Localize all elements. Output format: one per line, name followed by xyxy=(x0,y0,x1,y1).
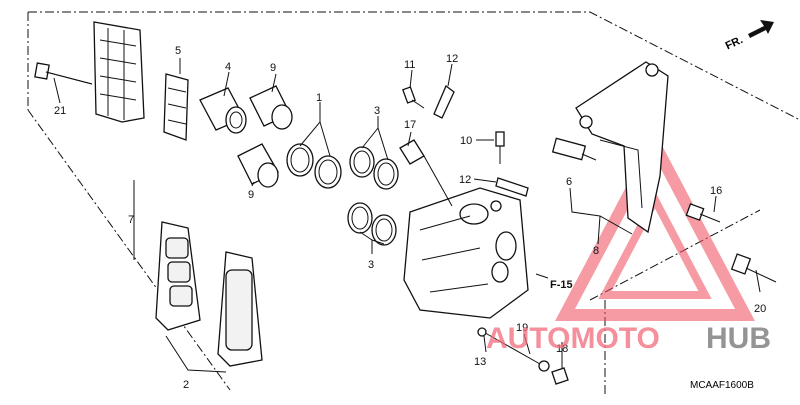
callout-4: 4 xyxy=(225,61,231,73)
part-seal-1 xyxy=(286,143,342,189)
front-label: FR. xyxy=(724,34,745,52)
callout-18: 18 xyxy=(556,343,568,355)
arrow-icon xyxy=(748,20,774,38)
watermark-text-b: HUB xyxy=(706,322,771,355)
callout-9-top: 9 xyxy=(270,62,276,74)
callout-3-top: 3 xyxy=(374,105,380,117)
part-bolt-16 xyxy=(685,203,721,223)
callout-12-bottom: 12 xyxy=(459,174,471,186)
callout-17: 17 xyxy=(404,119,416,131)
watermark-triangle xyxy=(555,132,755,321)
part-caliper-half-outer xyxy=(93,21,145,123)
callout-13: 13 xyxy=(474,356,486,368)
part-pad-spring-5 xyxy=(163,73,189,141)
part-bolt-20 xyxy=(730,253,777,283)
part-bracket-8 xyxy=(575,61,669,234)
part-seal-3-lower xyxy=(347,202,397,246)
callout-6: 6 xyxy=(566,176,572,188)
part-caliper-body xyxy=(403,187,529,319)
callout-2: 2 xyxy=(183,379,189,391)
callout-7: 7 xyxy=(128,214,134,226)
callout-12-top: 12 xyxy=(446,53,458,65)
callout-1: 1 xyxy=(316,92,322,104)
part-piston-9-lower xyxy=(237,143,279,188)
callout-numbers: 5 4 9 1 3 9 3 7 2 21 11 12 17 10 12 6 8 … xyxy=(54,45,766,391)
diagram-code: MCAAF1600B xyxy=(690,380,754,391)
callout-9-bottom: 9 xyxy=(248,189,254,201)
watermark-text-a: AUTOMOTO xyxy=(486,322,660,355)
part-nut-18 xyxy=(551,367,569,385)
part-piston-9-upper xyxy=(249,85,293,130)
part-bolt-21 xyxy=(34,62,93,85)
callout-10: 10 xyxy=(460,135,472,147)
front-direction-indicator: FR. xyxy=(724,20,774,52)
callout-20: 20 xyxy=(754,303,766,315)
part-clip-13 xyxy=(477,327,487,337)
callout-5: 5 xyxy=(175,45,181,57)
callout-16: 16 xyxy=(710,185,722,197)
part-piston-4 xyxy=(199,87,247,134)
part-pin-19 xyxy=(479,329,550,372)
part-bleeder-10 xyxy=(495,131,505,164)
part-cap-12-lower xyxy=(495,177,529,197)
part-cap-12-upper xyxy=(433,84,455,119)
leader-lines xyxy=(53,58,761,373)
callout-19: 19 xyxy=(516,322,528,334)
assembly-frame xyxy=(27,11,800,395)
part-bleeder-11 xyxy=(402,86,425,109)
callout-3-bottom: 3 xyxy=(368,259,374,271)
callout-11: 11 xyxy=(404,59,415,71)
callout-21: 21 xyxy=(54,105,66,117)
part-pin-6 xyxy=(551,137,597,161)
reference-label: F-15 xyxy=(550,279,573,291)
part-brake-pad-2-right xyxy=(217,251,263,367)
part-seal-3-upper xyxy=(349,146,399,190)
watermark-text: AUTOMOTO HUB xyxy=(486,322,771,355)
callout-8: 8 xyxy=(593,245,599,257)
part-boot-17 xyxy=(399,139,453,207)
part-brake-pad-2-left xyxy=(155,221,201,331)
